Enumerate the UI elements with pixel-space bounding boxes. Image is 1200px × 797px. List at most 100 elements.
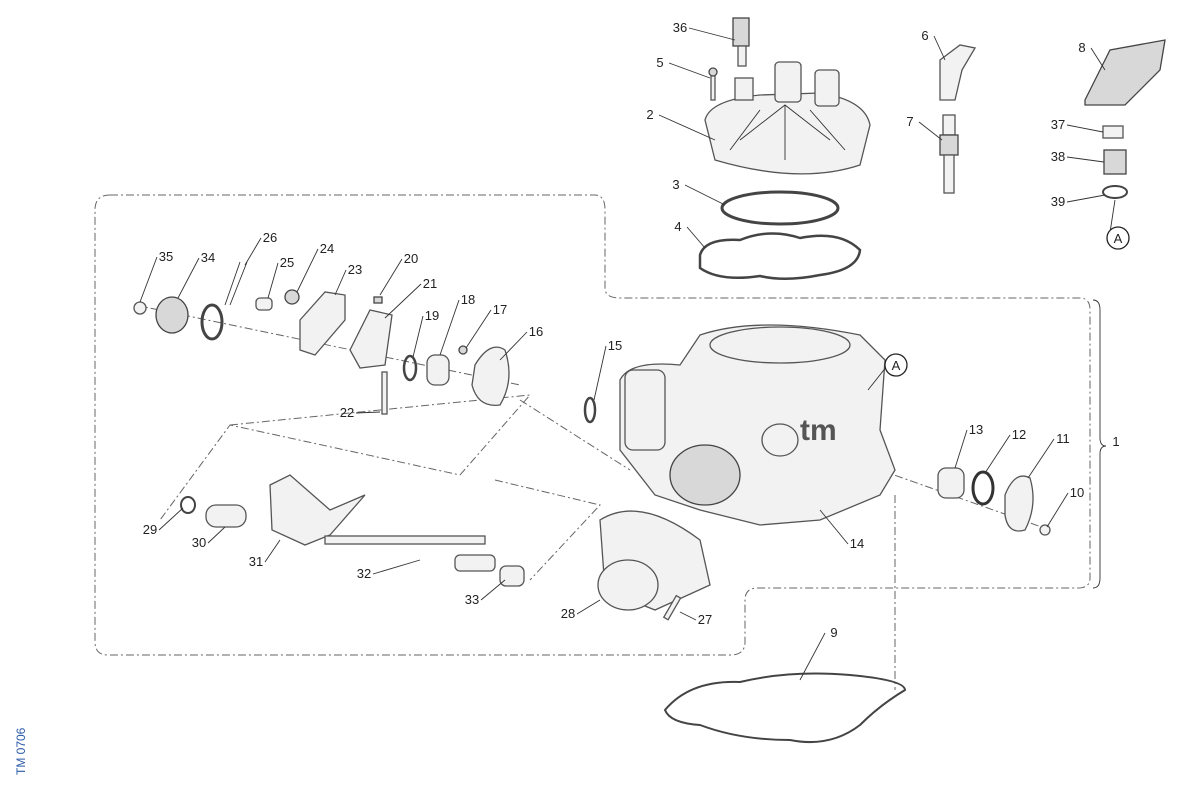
intake-manifold <box>597 510 711 621</box>
callout-3: 3 <box>672 177 679 192</box>
leader-line <box>267 262 279 299</box>
cylinder-logo: tm <box>800 414 837 447</box>
callout-38: 38 <box>1051 149 1065 164</box>
callout-25: 25 <box>280 255 294 270</box>
leader-line <box>384 283 422 319</box>
callout-A: A <box>892 358 901 373</box>
leader-line <box>439 299 460 356</box>
callout-27: 27 <box>698 612 712 627</box>
callout-14: 14 <box>850 536 864 551</box>
reference-circle <box>884 353 908 377</box>
callout-34: 34 <box>201 250 215 265</box>
leader-line <box>867 365 888 391</box>
callout-39: 39 <box>1051 194 1065 209</box>
callout-4: 4 <box>674 219 681 234</box>
leader-line <box>686 226 706 249</box>
pressure-sensor <box>1084 39 1166 106</box>
leader-line <box>679 611 697 621</box>
callout-1: 1 <box>1112 434 1119 449</box>
spark-plug-cap <box>939 44 977 101</box>
leader-line <box>244 237 262 266</box>
leader-line <box>480 579 506 601</box>
leader-line <box>139 256 158 303</box>
head-bolt <box>708 67 718 101</box>
leader-line <box>933 35 946 61</box>
callout-12: 12 <box>1012 427 1026 442</box>
callout-2: 2 <box>646 107 653 122</box>
callout-23: 23 <box>348 262 362 277</box>
leader-line <box>593 345 607 401</box>
head-gasket <box>698 232 862 280</box>
leader-line <box>264 539 281 563</box>
leader-line <box>819 509 849 545</box>
leader-line <box>334 269 347 296</box>
callout-32: 32 <box>357 566 371 581</box>
callout-15: 15 <box>608 338 622 353</box>
callout-17: 17 <box>493 302 507 317</box>
leader-line <box>1046 492 1069 528</box>
sensor-spacer <box>1103 149 1127 175</box>
callout-7: 7 <box>906 114 913 129</box>
callout-26: 26 <box>263 230 277 245</box>
callout-22: 22 <box>340 405 354 420</box>
temperature-sensor <box>732 17 750 67</box>
leader-line <box>379 258 403 296</box>
leader-line <box>465 309 492 349</box>
leader-line <box>1090 47 1106 71</box>
callout-20: 20 <box>404 251 418 266</box>
leader-line <box>207 526 226 544</box>
leader-line <box>355 411 381 414</box>
group-bracket <box>1092 299 1107 589</box>
cylinder: tm <box>619 324 896 526</box>
callout-11: 11 <box>1056 431 1070 446</box>
assembly-group-outline <box>94 194 1091 656</box>
callout-24: 24 <box>320 241 334 256</box>
sensor-clip <box>1102 185 1128 199</box>
leader-line <box>1066 124 1104 133</box>
callout-5: 5 <box>656 55 663 70</box>
callout-35: 35 <box>159 249 173 264</box>
leader-line <box>1027 438 1055 479</box>
callout-31: 31 <box>249 554 263 569</box>
callout-21: 21 <box>423 276 437 291</box>
spark-plug <box>939 114 959 194</box>
leader-line <box>1066 156 1105 163</box>
head-o-ring <box>720 190 840 226</box>
leader-line <box>688 27 736 41</box>
leader-line <box>296 248 319 293</box>
leader-line <box>954 429 968 469</box>
callout-13: 13 <box>969 422 983 437</box>
cylinder-head <box>704 61 871 175</box>
leader-line <box>658 114 716 141</box>
leader-line <box>412 315 424 358</box>
base-gasket <box>663 672 907 744</box>
callout-18: 18 <box>461 292 475 307</box>
leader-line <box>177 257 200 299</box>
callout-30: 30 <box>192 535 206 550</box>
callout-37: 37 <box>1051 117 1065 132</box>
callout-16: 16 <box>529 324 543 339</box>
leader-line <box>499 331 528 361</box>
callout-9: 9 <box>830 625 837 640</box>
callout-8: 8 <box>1078 40 1085 55</box>
leader-line <box>576 599 601 615</box>
valve-parts <box>133 261 1051 587</box>
leader-line <box>158 507 184 531</box>
callout-33: 33 <box>465 592 479 607</box>
leader-lines <box>139 27 1116 681</box>
callout-29: 29 <box>143 522 157 537</box>
leader-line <box>1066 194 1106 203</box>
callout-36: 36 <box>673 20 687 35</box>
leader-line <box>984 434 1011 474</box>
callout-10: 10 <box>1070 485 1084 500</box>
callout-28: 28 <box>561 606 575 621</box>
leader-line <box>918 121 943 141</box>
callout-A: A <box>1114 231 1123 246</box>
reference-circle <box>1106 226 1130 250</box>
leader-line <box>372 559 421 575</box>
callout-19: 19 <box>425 308 439 323</box>
drawing-code: TM 0706 <box>14 727 28 775</box>
callout-6: 6 <box>921 28 928 43</box>
leader-line <box>799 632 826 681</box>
